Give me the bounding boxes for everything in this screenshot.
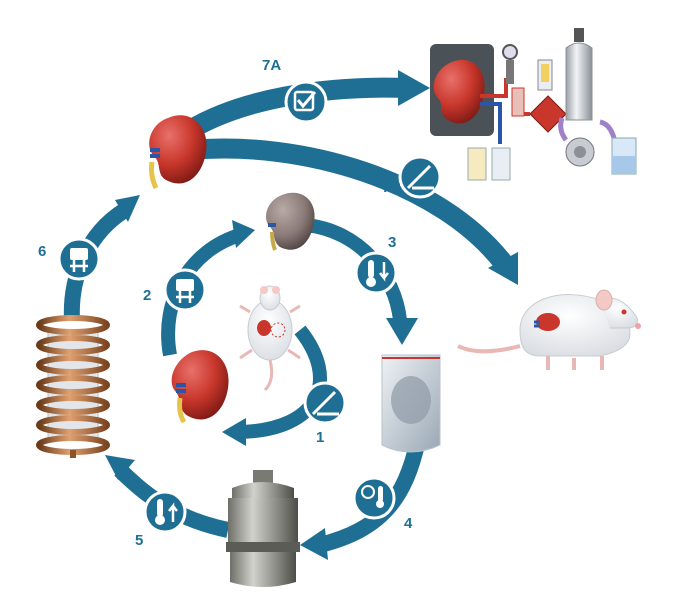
kidney-icon-grey [266, 192, 315, 251]
liquid-nitrogen-dewar-icon [226, 470, 300, 587]
step-icon-7a [284, 80, 328, 124]
step-icon-2 [163, 268, 207, 312]
step-label-6: 6 [38, 243, 46, 260]
cryobag-icon [381, 354, 441, 453]
step-label-7a: 7A [262, 57, 281, 74]
gas-cylinder-icon [558, 28, 637, 175]
rewarming-coil-icon [36, 315, 110, 458]
step-label-7b: 7B [382, 179, 401, 196]
arrow-step-7b [189, 138, 513, 272]
step-label-4: 4 [404, 515, 413, 532]
step-label-1: 1 [316, 429, 324, 446]
step-icon-7b [398, 155, 442, 199]
step-label-2: 2 [143, 287, 151, 304]
step-icon-4 [352, 476, 396, 520]
kidney-icon-top [149, 115, 207, 190]
step-icon-5 [143, 490, 187, 534]
kidney-icon-left [171, 350, 229, 424]
step-icon-3 [354, 251, 398, 295]
step-label-5: 5 [135, 532, 143, 549]
perfusion-machine-icon [430, 44, 576, 181]
donor-rat-icon [239, 285, 301, 392]
step-icon-6 [57, 237, 101, 281]
arrow-step-7a [184, 77, 411, 139]
step-label-3: 3 [388, 234, 396, 251]
recipient-rat-icon [457, 289, 641, 370]
step-icon-1 [303, 381, 347, 425]
arrow-heads [105, 70, 518, 560]
